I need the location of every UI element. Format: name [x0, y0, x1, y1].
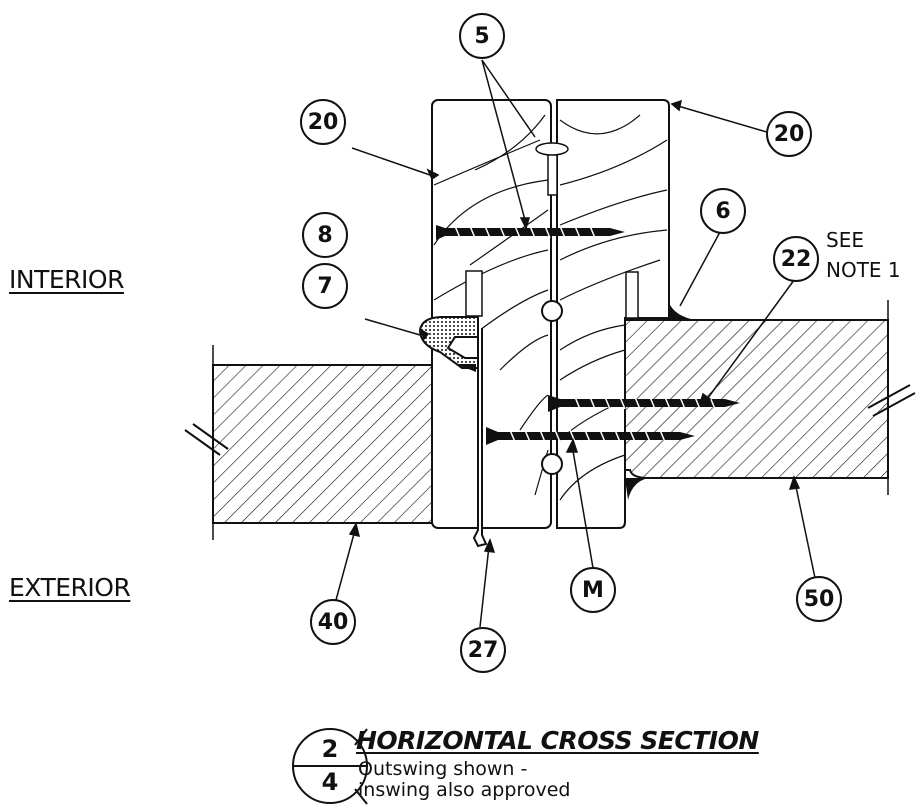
exterior-label: EXTERIOR: [9, 573, 131, 602]
callout-22: 22: [773, 236, 819, 282]
weatherstrip: [418, 316, 483, 369]
sealant-fillets: [456, 303, 695, 500]
callout-7: 7: [302, 263, 348, 309]
callout-m: M: [570, 567, 616, 613]
center-joint: [535, 142, 569, 475]
callout-50: 50: [796, 576, 842, 622]
screw-22-drawing: [548, 395, 740, 412]
leader-lines: [335, 59, 816, 628]
note-number: NOTE 1: [826, 258, 901, 282]
right-wall-section: [624, 300, 916, 495]
interior-label: INTERIOR: [9, 265, 124, 294]
section-number: 2: [321, 735, 339, 763]
callout-6: 6: [700, 188, 746, 234]
callout-27: 27: [460, 627, 506, 673]
callout-8: 8: [302, 212, 348, 258]
screw-5-drawing: [436, 225, 625, 240]
section-subtitle: Outswing shown - inswing also approved: [358, 758, 571, 801]
note-see: SEE: [826, 228, 864, 252]
section-symbol: [292, 728, 368, 805]
frame-left: [431, 99, 552, 529]
callout-20-right: 20: [766, 111, 812, 157]
flashing-27: [472, 328, 488, 548]
callout-20-left: 20: [300, 99, 346, 145]
section-sheet: 4: [321, 768, 339, 796]
screw-m-drawing: [486, 427, 695, 445]
section-title: HORIZONTAL CROSS SECTION: [356, 726, 759, 755]
callout-5: 5: [459, 13, 505, 59]
callout-40: 40: [310, 599, 356, 645]
